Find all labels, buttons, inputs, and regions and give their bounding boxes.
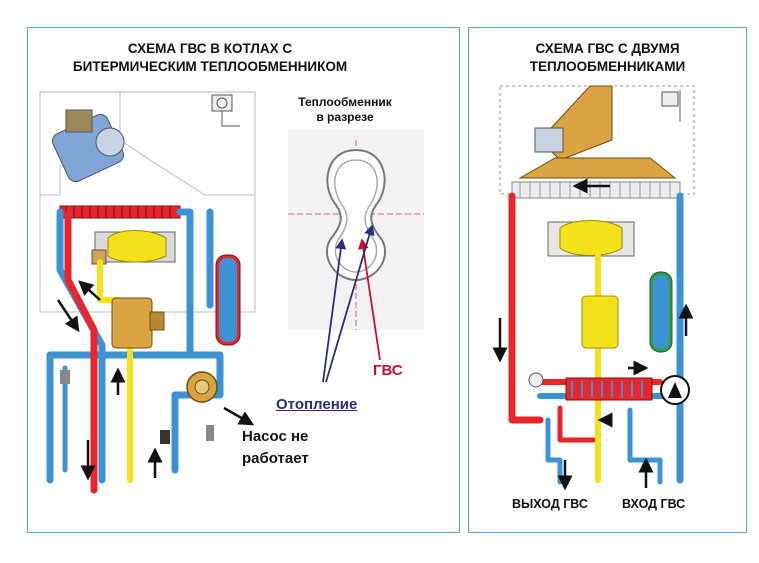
left-expansion-tank [215, 254, 241, 346]
label-dhw: ГВС [373, 362, 403, 379]
left-title-line1: СХЕМА ГВС В КОТЛАХ С [127, 41, 293, 56]
right-thermostat-icon [528, 372, 544, 388]
label-dhw-inlet: ВХОД ГВС [622, 497, 686, 511]
left-burner [91, 230, 176, 265]
exchanger-cross-section [288, 130, 424, 330]
left-fan-motor [51, 109, 125, 183]
right-expansion-tank [649, 271, 673, 353]
cross-section-title-line1: Теплообменник [298, 95, 392, 109]
right-plate-exchanger [565, 377, 653, 401]
left-pipes [46, 208, 224, 494]
left-valves [60, 370, 214, 444]
right-pipes [508, 192, 684, 485]
right-primary-exchanger [511, 181, 681, 199]
right-gas-valve [581, 295, 619, 349]
right-title-line2: ТЕПЛООБМЕННИКАМИ [529, 59, 686, 74]
left-flow-arrows [56, 280, 255, 481]
label-dhw-outlet: ВЫХОД ГВС [512, 497, 588, 511]
left-bithermic-exchanger [59, 205, 181, 219]
left-pressure-switch-icon [211, 94, 240, 127]
left-boiler-casing [39, 91, 256, 313]
cross-section-pointers [322, 224, 381, 383]
right-pump [660, 375, 690, 405]
cross-section-title-line2: в разрезе [316, 110, 374, 124]
right-burner [547, 220, 635, 257]
right-flue-hood [518, 85, 679, 179]
label-pump-line1: Насос не [242, 428, 309, 445]
label-heating: Отопление [276, 396, 358, 413]
left-pump [186, 371, 218, 403]
label-pump-line2: работает [242, 450, 309, 467]
left-gas-valve [111, 297, 165, 349]
left-title-line2: БИТЕРМИЧЕСКИМ ТЕПЛООБМЕННИКОМ [72, 59, 348, 74]
right-title-line1: СХЕМА ГВС С ДВУМЯ [535, 41, 680, 56]
right-flow-arrows [492, 178, 694, 491]
